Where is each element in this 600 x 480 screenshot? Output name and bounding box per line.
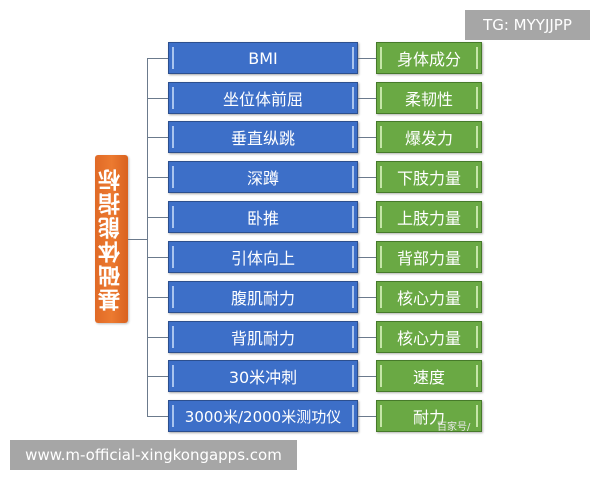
root-connector: [128, 239, 147, 240]
test-node: 背肌耐力: [168, 321, 358, 353]
link-line: [358, 177, 376, 178]
link-line: [358, 297, 376, 298]
row-9: 3000米/2000米测功仪 耐力: [0, 400, 600, 432]
test-node: 坐位体前屈: [168, 82, 358, 114]
test-node: 3000米/2000米测功仪: [168, 400, 358, 432]
url-badge: www.m-official-xingkongapps.com: [10, 440, 297, 470]
test-node: 垂直纵跳: [168, 121, 358, 153]
vertical-spine: [147, 58, 148, 416]
branch-line: [147, 297, 168, 298]
branch-line: [147, 217, 168, 218]
category-node: 耐力: [376, 400, 482, 432]
link-line: [358, 98, 376, 99]
test-node: 30米冲刺: [168, 360, 358, 392]
test-node: 卧推: [168, 201, 358, 233]
row-0: BMI 身体成分: [0, 42, 600, 74]
link-line: [358, 137, 376, 138]
branch-line: [147, 58, 168, 59]
row-3: 深蹲 下肢力量: [0, 161, 600, 193]
row-6: 腹肌耐力 核心力量: [0, 281, 600, 313]
row-8: 30米冲刺 速度: [0, 360, 600, 392]
category-node: 身体成分: [376, 42, 482, 74]
row-1: 坐位体前屈 柔韧性: [0, 82, 600, 114]
row-4: 卧推 上肢力量: [0, 201, 600, 233]
category-node: 背部力量: [376, 241, 482, 273]
test-node: 深蹲: [168, 161, 358, 193]
telegram-badge: TG: MYYJJPP: [465, 10, 590, 40]
root-node: 基础体能指标: [95, 155, 128, 323]
link-line: [358, 337, 376, 338]
category-node: 核心力量: [376, 281, 482, 313]
category-node: 核心力量: [376, 321, 482, 353]
category-node: 爆发力: [376, 121, 482, 153]
link-line: [358, 257, 376, 258]
category-node: 速度: [376, 360, 482, 392]
branch-line: [147, 257, 168, 258]
category-node: 柔韧性: [376, 82, 482, 114]
row-7: 背肌耐力 核心力量: [0, 321, 600, 353]
branch-line: [147, 137, 168, 138]
link-line: [358, 58, 376, 59]
branch-line: [147, 416, 168, 417]
test-node: 引体向上: [168, 241, 358, 273]
link-line: [358, 376, 376, 377]
link-line: [358, 416, 376, 417]
source-watermark: 百家号/: [437, 422, 471, 433]
link-line: [358, 217, 376, 218]
row-5: 引体向上 背部力量: [0, 241, 600, 273]
branch-line: [147, 177, 168, 178]
test-node: 腹肌耐力: [168, 281, 358, 313]
category-node: 下肢力量: [376, 161, 482, 193]
branch-line: [147, 98, 168, 99]
branch-line: [147, 337, 168, 338]
branch-line: [147, 376, 168, 377]
test-node: BMI: [168, 42, 358, 74]
category-node: 上肢力量: [376, 201, 482, 233]
row-2: 垂直纵跳 爆发力: [0, 121, 600, 153]
